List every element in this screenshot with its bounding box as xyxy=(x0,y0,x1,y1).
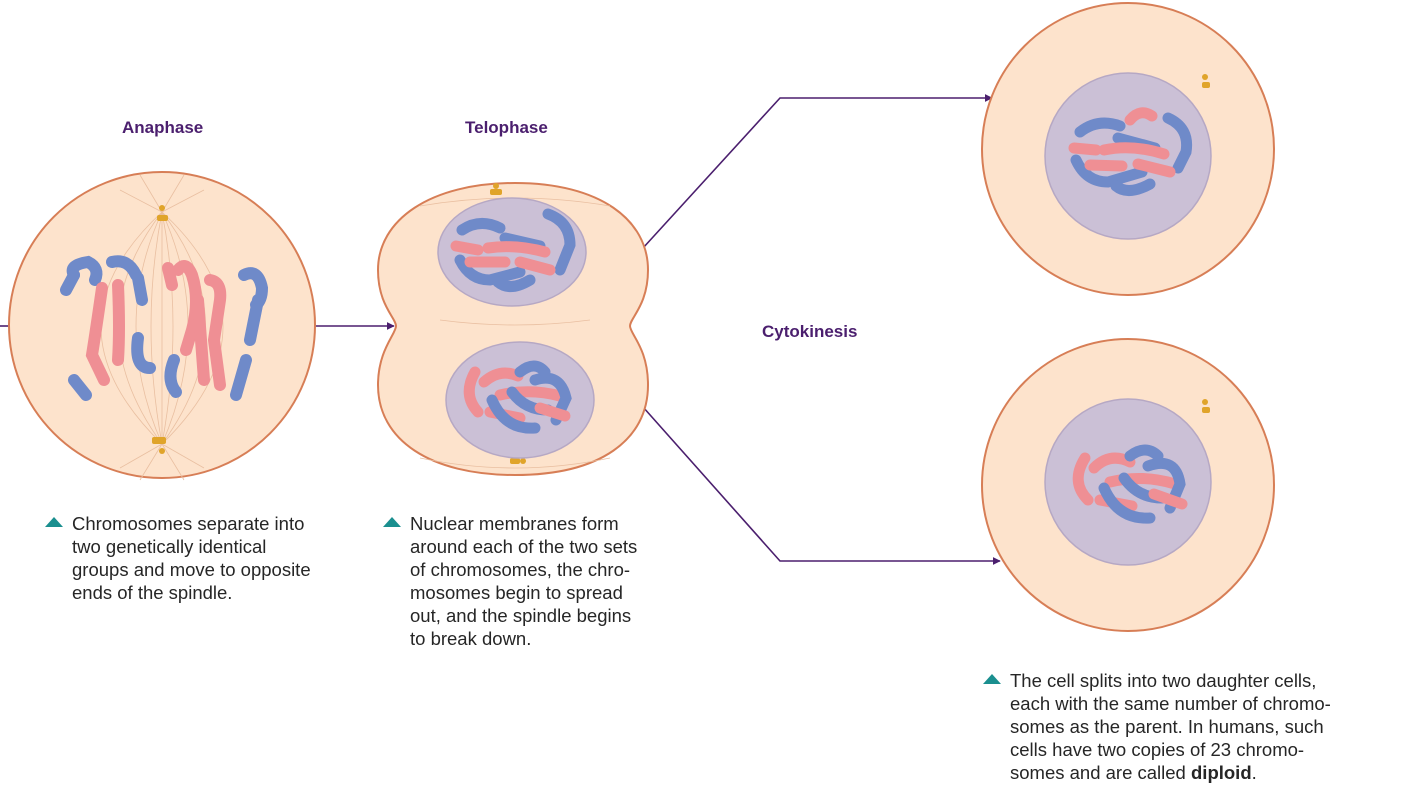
caption-text: . xyxy=(1252,762,1257,783)
daughter-cell-lower xyxy=(982,339,1274,631)
arrow-to-upper-daughter-cell xyxy=(643,98,992,248)
caption-marker-icon xyxy=(383,517,401,527)
caption-marker-icon xyxy=(983,674,1001,684)
caption-line: somes and are called diploid. xyxy=(983,761,1331,784)
daughter-cell-upper xyxy=(982,3,1274,295)
caption-text: somes and are called xyxy=(1010,762,1191,783)
caption-line: Nuclear membranes form xyxy=(383,512,637,535)
centriole-telophase-bottom xyxy=(510,458,526,464)
caption-line: ends of the spindle. xyxy=(45,581,311,604)
stage-title-telophase: Telophase xyxy=(465,118,548,138)
caption-marker-icon xyxy=(45,517,63,527)
caption-line: each with the same number of chromo- xyxy=(983,692,1331,715)
caption-line: somes as the parent. In humans, such xyxy=(983,715,1331,738)
caption-line: to break down. xyxy=(383,627,637,650)
stage-title-anaphase: Anaphase xyxy=(122,118,203,138)
caption-line: The cell splits into two daughter cells, xyxy=(983,669,1331,692)
caption-telophase: Nuclear membranes form around each of th… xyxy=(383,512,637,650)
caption-line: Chromosomes separate into xyxy=(45,512,311,535)
caption-line: groups and move to opposite xyxy=(45,558,311,581)
stage-title-cytokinesis: Cytokinesis xyxy=(762,322,857,342)
term-diploid: diploid xyxy=(1191,762,1252,783)
caption-anaphase: Chromosomes separate into two geneticall… xyxy=(45,512,311,604)
caption-line: mosomes begin to spread xyxy=(383,581,637,604)
caption-line: out, and the spindle begins xyxy=(383,604,637,627)
telophase-cell xyxy=(378,183,648,475)
caption-line: of chromosomes, the chro- xyxy=(383,558,637,581)
caption-cytokinesis: The cell splits into two daughter cells,… xyxy=(983,669,1331,784)
caption-line: around each of the two sets xyxy=(383,535,637,558)
caption-line: two genetically identical xyxy=(45,535,311,558)
anaphase-cell xyxy=(9,172,315,480)
caption-line: cells have two copies of 23 chromo- xyxy=(983,738,1331,761)
arrow-to-lower-daughter-cell xyxy=(643,407,1000,561)
